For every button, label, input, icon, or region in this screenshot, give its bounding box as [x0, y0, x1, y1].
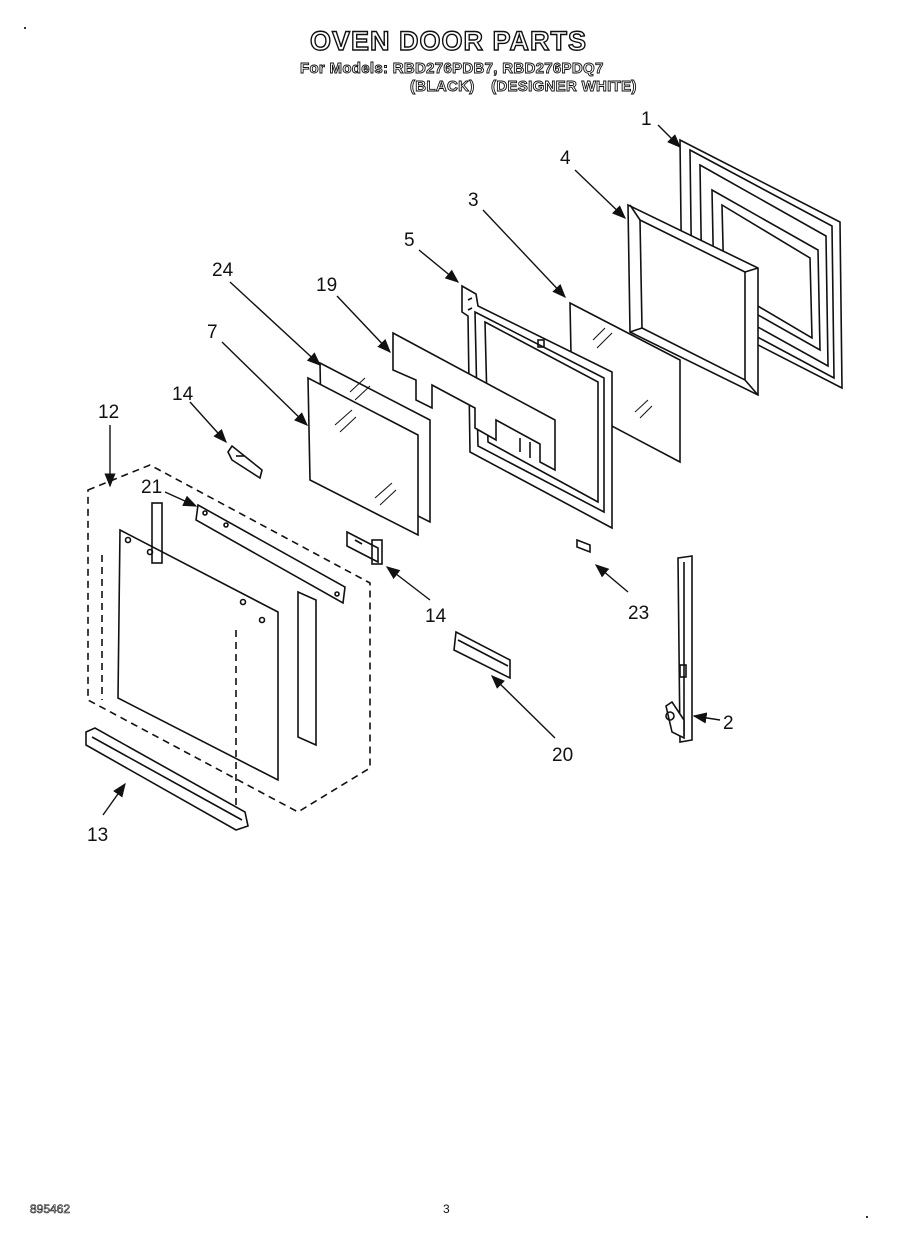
- callout-13: 13: [87, 825, 108, 846]
- callout-14-upper: 14: [172, 384, 194, 405]
- part-4-door-frame: [627, 203, 759, 397]
- models-line: For Models: RBD276PDB7, RBD276PDQ7: [300, 60, 604, 78]
- callout-7: 7: [207, 322, 218, 343]
- callout-4: 4: [560, 148, 571, 169]
- callout-20: 20: [552, 745, 573, 766]
- variant-designer-white: (DESIGNER WHITE): [491, 78, 637, 96]
- part-2-hinge: [665, 555, 693, 743]
- callout-12: 12: [98, 402, 119, 423]
- callout-labels: 1 4 3 5 24 19 7 14 12 21 14 23 2 20 13: [87, 109, 734, 846]
- leader-arrows: [102, 124, 721, 816]
- callout-5: 5: [404, 230, 415, 251]
- part-21-trim-strip: [195, 503, 346, 605]
- scan-speck: [24, 27, 26, 29]
- page-number: 3: [443, 1202, 450, 1216]
- part-5-glass-pack-frame: [461, 284, 613, 530]
- part-13-door-handle: [85, 727, 249, 831]
- callout-24: 24: [212, 260, 234, 281]
- part-12-outer-door: [87, 464, 371, 813]
- part-20-seal-strip: [453, 630, 511, 680]
- callout-14-lower: 14: [425, 606, 447, 627]
- part-14-clip-upper: [227, 444, 263, 480]
- model-variants: (BLACK) (DESIGNER WHITE): [410, 78, 649, 96]
- part-14-clip-lower: [346, 530, 383, 565]
- callout-21: 21: [141, 477, 162, 498]
- variant-black: (BLACK): [410, 78, 475, 96]
- document-number: 895462: [30, 1202, 71, 1217]
- part-7-glass: [307, 376, 419, 537]
- callout-3: 3: [468, 190, 479, 211]
- part-19-baffle: [392, 331, 556, 472]
- callout-19: 19: [316, 275, 337, 296]
- callout-1: 1: [641, 109, 652, 130]
- callout-23: 23: [628, 603, 649, 624]
- scan-speck: [866, 1216, 868, 1218]
- page-title: OVEN DOOR PARTS: [309, 25, 588, 56]
- part-23-bracket: [576, 538, 591, 554]
- callout-2: 2: [723, 713, 734, 734]
